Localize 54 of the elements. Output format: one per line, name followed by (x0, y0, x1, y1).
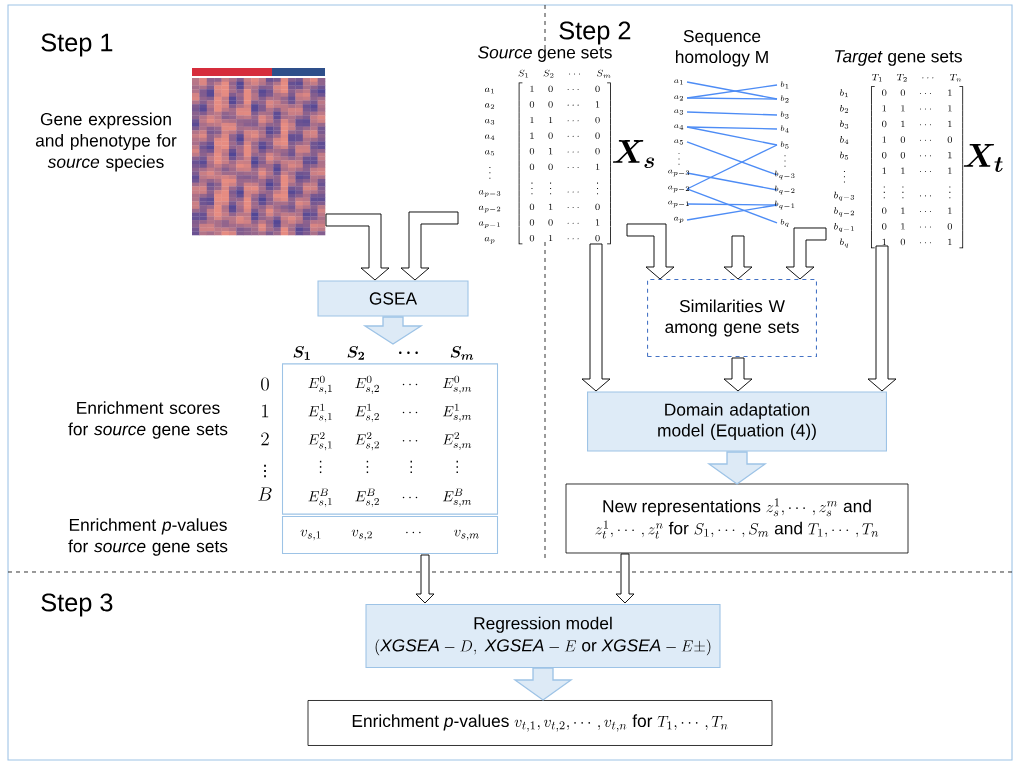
block-arrow (581, 243, 611, 392)
score-table: $v_{s,1}\qquad v_{s,2}\qquad \cdots\qquad v_{s,m}$ (281, 515, 499, 555)
process-box: Domain adaptation model (Equation (4)) (587, 391, 887, 452)
block-arrow (615, 553, 635, 604)
column-header: $S_m$ (450, 346, 474, 360)
block-arrow (626, 223, 675, 280)
step-label: Step 2 (559, 21, 631, 45)
block-arrow (706, 451, 768, 485)
gene-label: $\vdots$ (678, 153, 680, 165)
gene-label: $a_3$ (674, 109, 684, 115)
process-box: Similarities W among gene sets (647, 278, 817, 358)
row-index: $1$ (262, 404, 269, 418)
block-arrow (362, 316, 424, 345)
block-arrow (723, 357, 753, 392)
matrix-table: Target gene sets $\begin{array}{c@{\;}c} & \begin{array}{cccc} T_1 & T_2 & \cdots & T_n \end{array} \\ \begin{array}{c} b_1\\ b_2\\ b_3\\ b_4\\ b_5\\ \vdots\\ b_{q-3}\\ b_{q-2}\\ b_{q-1}\\ b_q \end{array} & \left[\begin{array}{cccc} 0&0&\cdots&1\\ 1&1&\cdots&1\\ 0&1&\cdots&1\\ 1&0&\cdots&0\\ 0&0&\cdots&1\\ 1&1&\cdots&1\\ \vdots&\vdots&\cdots&\vdots\\ 0&1&\cdots&1\\ 0&1&\cdots&0\\ 1&0&\cdots&1 \end{array}\right] \end{array}$$X_t$ (834, 50, 1003, 249)
heatmap-drawing (192, 68, 326, 236)
gene-label: $a_5$ (674, 139, 684, 145)
gene-label: $a_1$ (674, 79, 683, 85)
gene-label: $a_2$ (674, 95, 684, 101)
gene-label: $a_{p-3}$ (668, 169, 690, 177)
gene-label: $b_{q-1}$ (774, 200, 795, 210)
gene-label: $a_4$ (674, 124, 684, 130)
caption-text: Enrichment p-values for source gene sets (68, 518, 228, 556)
step-label: Step 3 (41, 593, 113, 617)
row-index: $2$ (261, 432, 269, 446)
gene-label: $a_p$ (674, 216, 684, 224)
block-arrow (325, 213, 390, 281)
gene-label: $a_{p-2}$ (668, 185, 690, 193)
column-header: $S_2$ (347, 346, 365, 360)
gene-label: $b_q$ (780, 218, 789, 228)
result-box: $\text{New representations } z_s^1,\cdots,z_s^m \text{ and}$ $z_t^1,\cdots,z_t^n \text{ for } S_1,\cdots,S_m \text{ and } T_1,\cdots,T_n$ (565, 483, 909, 554)
gene-label: $a_{p-1}$ (668, 200, 689, 208)
block-arrow (867, 245, 897, 392)
block-arrow (400, 211, 459, 281)
process-box: Regression model $(\mathit{XGSEA}-D,\ \mathit{XGSEA}-E \text{ or } \mathit{XGSEA}-E\pm)$ (365, 603, 721, 669)
gene-label: $b_{q-3}$ (774, 170, 795, 180)
block-arrow (723, 235, 753, 280)
matrix-table: Source gene sets $\begin{array}{c@{\;}c} & \begin{array}{cccc} S_1 & S_2 & \cdots & S_m \end{array} \\ \begin{array}{c} a_1\\ a_2\\ a_3\\ a_4\\ a_5\\ \vdots\\ a_{p-3}\\ a_{p-2}\\ a_{p-1}\\ a_p \end{array} & \left[\begin{array}{cccc} 1&0&\cdots&0\\ 0&0&\cdots&1\\ 1&1&\cdots&0\\ 1&0&\cdots&0\\ 0&1&\cdots&0\\ 0&0&\cdots&1\\ \vdots&\vdots&\cdots&\vdots\\ 0&1&\cdots&0\\ 0&0&\cdots&1\\ 0&1&\cdots&0 \end{array}\right] \end{array}$ $X_s$ (478, 46, 655, 245)
block-arrow (512, 667, 574, 701)
row-index: $B$ (258, 487, 272, 501)
step-label: Step 1 (41, 33, 113, 57)
result-box: $\text{Enrichment }\textit{p}\text{-values } v_{t,1},v_{t,2},\cdots,v_{t,n} \text{ for } T_1,\cdots,T_n$ (307, 700, 773, 746)
score-table: $\begin{array}{cccc} E_{s,1}^0 & E_{s,2}^0 & \cdots & E_{s,m}^0 \\ E_{s,1}^1 & E_{s,2}^1 & \cdots & E_{s,m}^1 \\ E_{s,1}^2 & E_{s,2}^2 & \cdots & E_{s,m}^2 \\ \vdots & \vdots & \vdots & \vdots \\ E_{s,1}^B & E_{s,2}^B & \cdots & E_{s,m}^B \end{array}$ (281, 363, 499, 515)
gene-label: $b_{q-2}$ (774, 185, 795, 195)
column-header: $\cdots$ (399, 351, 418, 354)
caption-text: Gene expression and phenotype for source species (35, 112, 177, 172)
block-arrow (415, 554, 435, 604)
block-arrow (785, 227, 827, 280)
column-header: $S_1$ (293, 346, 310, 360)
homology-diagram: Sequence homology M (676, 30, 768, 67)
process-box: GSEA (317, 280, 469, 317)
row-index: $0$ (261, 377, 269, 391)
row-index: $\vdots$ (264, 464, 266, 478)
caption-text: Enrichment scores for source gene sets (68, 401, 228, 439)
